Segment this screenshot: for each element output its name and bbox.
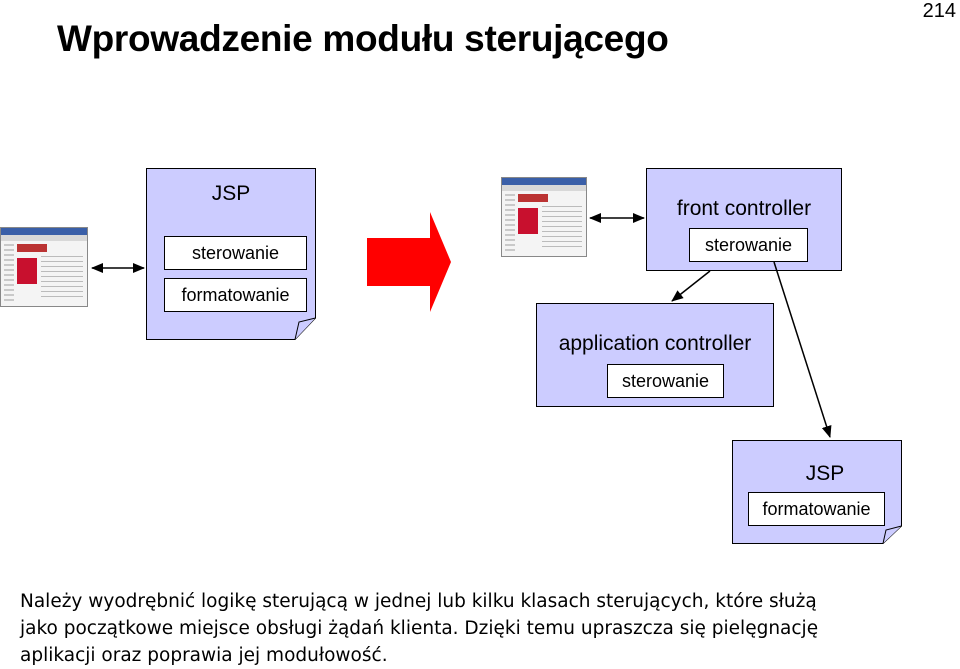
left-jsp-box: JSP sterowanie formatowanie [146, 168, 316, 340]
browser-thumbnail-right [501, 177, 587, 257]
left-jsp-format: formatowanie [164, 278, 307, 312]
left-jsp-title: JSP [211, 182, 251, 205]
footer-line-2: jako początkowe miejsce obsługi żądań kl… [20, 618, 819, 639]
footer-text: Należy wyodrębnić logikę sterującą w jed… [20, 588, 950, 669]
right-jsp-format: formatowanie [748, 492, 885, 526]
red-transition-arrow [367, 212, 451, 312]
application-controller-control: sterowanie [607, 364, 724, 398]
footer-line-3: aplikacji oraz poprawia jej modułowość. [20, 645, 388, 666]
right-jsp-title: JSP [805, 462, 845, 485]
front-controller-control: sterowanie [689, 228, 808, 262]
page-number: 214 [922, 0, 956, 22]
right-jsp-box: JSP formatowanie [732, 440, 902, 544]
front-controller-title: front controller [676, 197, 812, 220]
footer-line-1: Należy wyodrębnić logikę sterującą w jed… [20, 591, 817, 612]
browser-thumbnail-left [0, 227, 88, 307]
arrow-front-to-application [671, 270, 711, 302]
front-controller-box: front controller sterowanie [646, 168, 842, 271]
left-jsp-control: sterowanie [164, 236, 307, 270]
arrow-front-to-jsp [773, 261, 832, 438]
application-controller-box: application controller sterowanie [536, 303, 774, 407]
page-title: Wprowadzenie modułu sterującego [57, 18, 669, 59]
application-controller-title: application controller [558, 332, 752, 355]
